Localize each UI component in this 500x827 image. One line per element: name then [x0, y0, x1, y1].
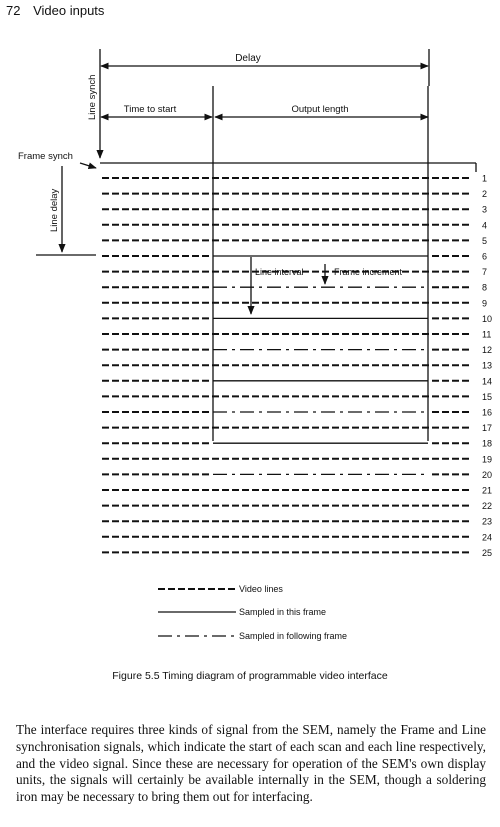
- line-number-17: 17: [482, 423, 492, 433]
- line-number-7: 7: [482, 267, 487, 277]
- line-number-25: 25: [482, 548, 492, 558]
- line-interval-label: Line interval: [255, 267, 304, 277]
- page-number: 72: [6, 3, 21, 18]
- line-number-5: 5: [482, 236, 487, 246]
- line-number-13: 13: [482, 361, 492, 371]
- line-number-8: 8: [482, 283, 487, 293]
- line-number-1: 1: [482, 174, 487, 184]
- line-number-2: 2: [482, 189, 487, 199]
- line-number-23: 23: [482, 517, 492, 527]
- legend-label-video-lines: Video lines: [239, 584, 283, 594]
- line-number-21: 21: [482, 486, 492, 496]
- line-number-6: 6: [482, 252, 487, 262]
- figure-caption: Figure 5.5 Timing diagram of programmabl…: [112, 670, 388, 682]
- time-to-start-label: Time to start: [124, 104, 177, 115]
- body-paragraph: The interface requires three kinds of si…: [16, 722, 486, 805]
- line-number-22: 22: [482, 501, 492, 511]
- legend-label-sampled-this-frame: Sampled in this frame: [239, 607, 326, 617]
- line-number-19: 19: [482, 454, 492, 464]
- line-number-16: 16: [482, 408, 492, 418]
- line-number-11: 11: [482, 330, 491, 340]
- line-number-20: 20: [482, 470, 492, 480]
- running-head: 72 Video inputs: [6, 3, 104, 18]
- line-number-18: 18: [482, 439, 492, 449]
- line-number-4: 4: [482, 220, 487, 230]
- line-number-14: 14: [482, 376, 492, 386]
- line-number-3: 3: [482, 205, 487, 215]
- line-number-24: 24: [482, 532, 492, 542]
- line-number-12: 12: [482, 345, 492, 355]
- legend: Video lines Sampled in this frame Sample…: [158, 584, 347, 641]
- frame-synch-label: Frame synch: [18, 151, 73, 162]
- line-number-10: 10: [482, 314, 492, 324]
- output-length-label: Output length: [291, 104, 348, 115]
- line-delay-label: Line delay: [49, 188, 60, 232]
- frame-synch-arrow: [79, 162, 97, 169]
- scan-lines: [102, 177, 470, 554]
- line-number-15: 15: [482, 392, 492, 402]
- running-title: Video inputs: [33, 3, 105, 18]
- legend-label-sampled-following-frame: Sampled in following frame: [239, 631, 347, 641]
- timing-diagram: Delay Line synch Time to start Output le…: [18, 49, 492, 641]
- line-synch-label: Line synch: [87, 75, 98, 120]
- delay-label: Delay: [235, 53, 261, 64]
- line-numbers: 1234567891011121314151617181920212223242…: [482, 174, 492, 558]
- line-number-9: 9: [482, 298, 487, 308]
